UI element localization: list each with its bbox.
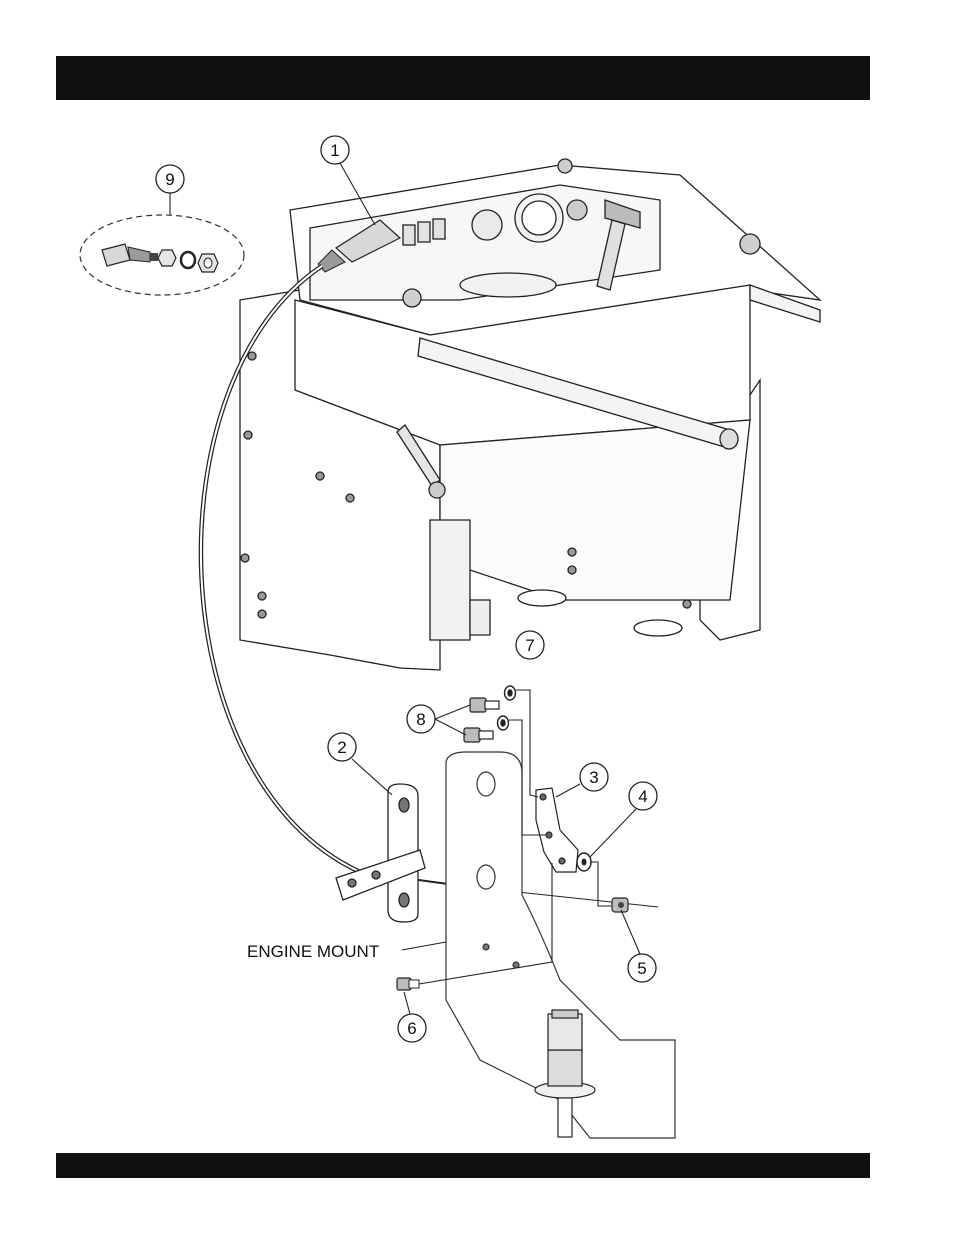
callout-5: 5: [628, 954, 656, 982]
callout-4: 4: [629, 782, 657, 810]
screw-6: [397, 978, 419, 990]
washers-7: [498, 686, 516, 730]
washer-4: [577, 853, 591, 871]
cable-swivel: [612, 898, 628, 912]
machine-frame: [240, 159, 820, 670]
cable-clamp-bracket: [336, 784, 425, 922]
callout-2: 2: [328, 733, 356, 761]
callout-3-number: 3: [589, 768, 598, 787]
callout-6-number: 6: [407, 1019, 416, 1038]
callout-2-number: 2: [337, 738, 346, 757]
callout-8-number: 8: [416, 710, 425, 729]
callout-6: 6: [398, 1014, 426, 1042]
callout-4-number: 4: [638, 787, 647, 806]
callout-9-number: 9: [165, 170, 174, 189]
detail-9-hardware: [80, 215, 244, 295]
callout-7-number: 7: [525, 636, 534, 655]
callout-5-number: 5: [637, 959, 646, 978]
callout-8: 8: [407, 705, 435, 733]
throttle-bracket: [536, 788, 578, 872]
callout-7: 7: [516, 631, 544, 659]
engine-mount-label: ENGINE MOUNT: [247, 942, 379, 961]
callout-1-number: 1: [330, 141, 339, 160]
callout-3: 3: [580, 763, 608, 791]
callout-9: 9: [156, 165, 184, 193]
callout-1: 1: [321, 136, 349, 164]
bolts-8: [464, 698, 499, 742]
